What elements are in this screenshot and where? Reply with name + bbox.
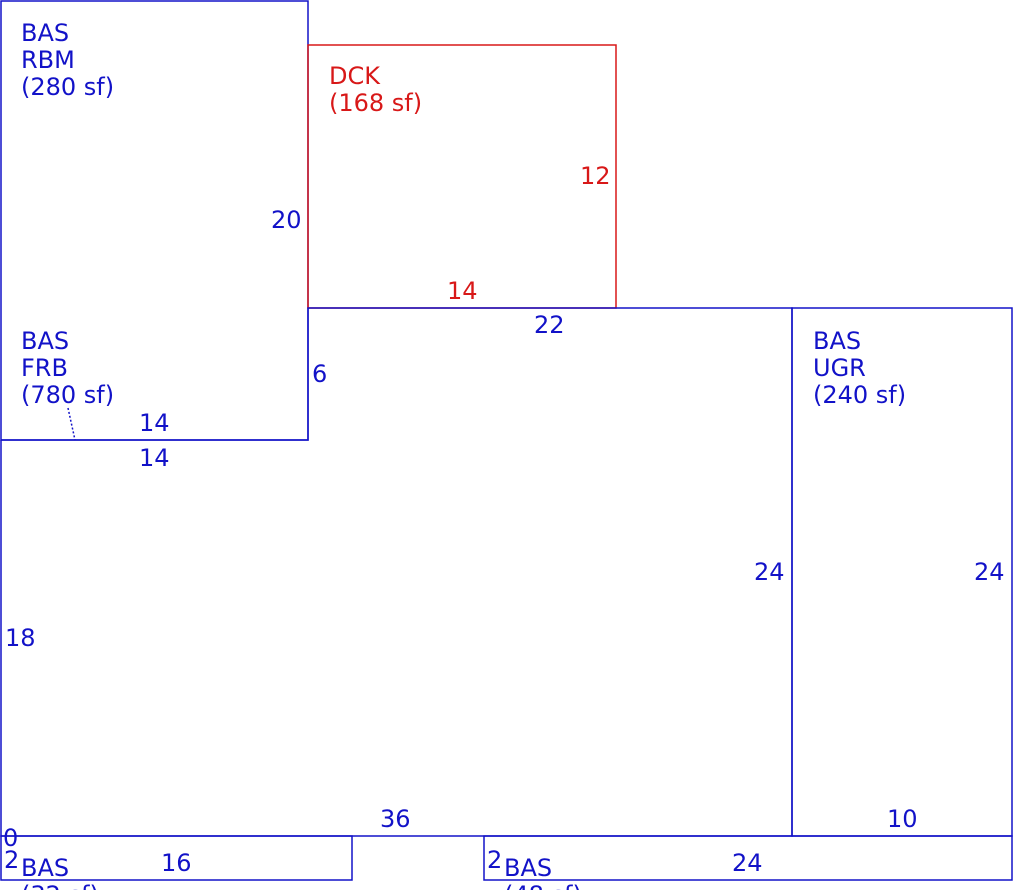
bas-strip-right-area: (48 sf) xyxy=(504,881,582,890)
bas-frb-area: (780 sf) xyxy=(21,381,114,409)
bas-ugr-area: (240 sf) xyxy=(813,381,906,409)
strip-left-width-label: 16 xyxy=(161,849,192,877)
frb-left-side-label: 18 xyxy=(5,624,36,652)
rbm-bottom-inner-label: 14 xyxy=(139,409,170,437)
dck-width-label: 14 xyxy=(447,277,478,305)
bas-strip-left-code: BAS xyxy=(21,854,69,882)
rbm-height-label: 20 xyxy=(271,206,302,234)
bas-frb-outline xyxy=(0,307,793,837)
strip-right-height-label: 2 xyxy=(487,846,502,874)
frb-right-label: 24 xyxy=(754,558,785,586)
bas-rbm-subcode: RBM xyxy=(21,46,75,74)
bas-ugr-subcode: UGR xyxy=(813,354,866,382)
frb-label-leader xyxy=(67,407,76,441)
bas-strip-right-code: BAS xyxy=(504,854,552,882)
frb-step-label: 6 xyxy=(312,360,327,388)
bas-ugr-code: BAS xyxy=(813,327,861,355)
frb-bottom-label: 36 xyxy=(380,805,411,833)
frb-top-left-label: 14 xyxy=(139,444,170,472)
dck-code: DCK xyxy=(329,62,381,90)
bas-frb-subcode: FRB xyxy=(21,354,68,382)
bas-strip-left-area: (32 sf) xyxy=(21,881,99,890)
strip-left-height-label: 2 xyxy=(4,846,19,874)
dck-height-label: 12 xyxy=(580,162,611,190)
zero-mark-label: 0 xyxy=(3,824,18,852)
ugr-right-label: 24 xyxy=(974,558,1005,586)
frb-top-run-label: 22 xyxy=(534,311,565,339)
ugr-bottom-label: 10 xyxy=(887,805,918,833)
bas-rbm-code: BAS xyxy=(21,19,69,47)
bas-frb-code: BAS xyxy=(21,327,69,355)
bas-rbm-area: (280 sf) xyxy=(21,73,114,101)
strip-right-width-label: 24 xyxy=(732,849,763,877)
bas-strip-right-outline xyxy=(483,835,1013,881)
bas-strip-left-outline xyxy=(0,835,353,881)
dck-area: (168 sf) xyxy=(329,89,422,117)
